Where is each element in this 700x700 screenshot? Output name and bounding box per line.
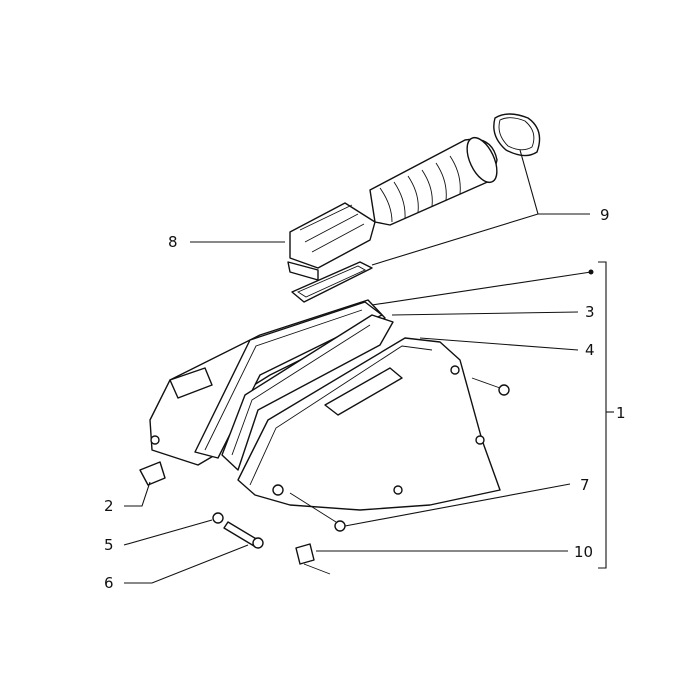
filter-gasket (291, 261, 373, 303)
outlet-gasket (493, 113, 541, 157)
screw-part-6 (223, 521, 264, 549)
callout-2: 2 (104, 497, 114, 515)
leader-lines (123, 149, 614, 584)
screw-part-7 (289, 377, 510, 532)
callout-10: 10 (574, 543, 593, 561)
callout-1: 1 (616, 404, 626, 422)
washer-part-5 (212, 512, 224, 524)
bolt-part-10 (295, 543, 331, 575)
air-filter-box (149, 299, 501, 511)
intake-hose (287, 136, 498, 281)
clip-part-2 (139, 461, 166, 486)
callout-9: 9 (600, 206, 610, 224)
callout-8: 8 (168, 233, 178, 251)
callout-3: 3 (585, 303, 595, 321)
callout-4: 4 (585, 341, 595, 359)
callout-5: 5 (104, 536, 114, 554)
callout-6: 6 (104, 574, 114, 592)
callout-7: 7 (580, 476, 590, 494)
